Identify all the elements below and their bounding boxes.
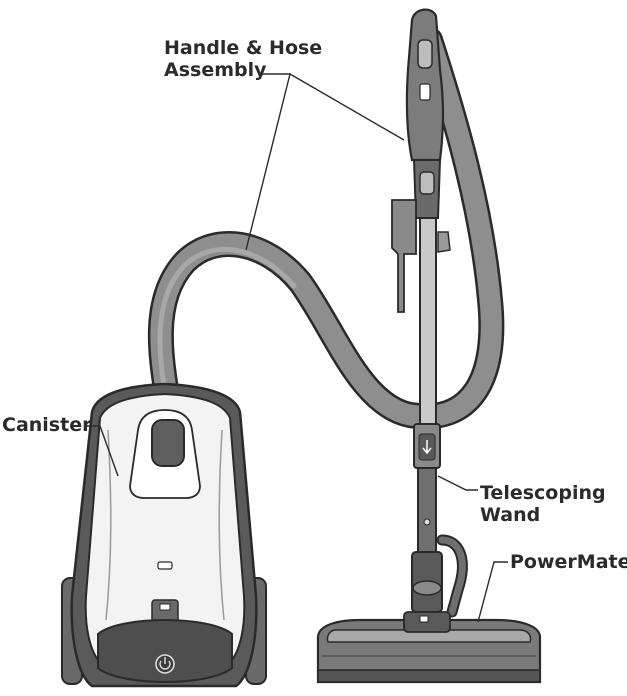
handle-indicator <box>420 84 430 100</box>
handle-switch <box>418 40 432 68</box>
tool-clip <box>392 200 416 312</box>
powermate-light <box>420 616 428 622</box>
label-handle-line1: Handle & Hose <box>164 37 322 59</box>
label-handle-line2: Assembly <box>164 59 322 81</box>
label-powermate: PowerMate <box>510 551 627 573</box>
wand-clip <box>438 232 450 252</box>
wand-lower <box>418 468 436 552</box>
wand-screw <box>424 519 430 525</box>
label-wand-line2: Wand <box>480 504 606 526</box>
canister-latch-tab <box>160 604 170 610</box>
handle-release <box>420 172 434 194</box>
leader-powermate <box>478 562 508 622</box>
leader-handle-handle <box>290 74 404 140</box>
leader-wand <box>438 476 478 490</box>
powermate-bumper <box>318 670 540 682</box>
canister-badge <box>158 562 172 569</box>
powermate <box>318 612 540 682</box>
hose-port <box>152 420 184 466</box>
canister <box>62 384 266 686</box>
leader-handle-hose <box>246 74 290 250</box>
arrow-down-icon <box>419 434 435 460</box>
label-wand-line1: Telescoping <box>480 482 606 504</box>
label-telescoping-wand: Telescoping Wand <box>480 482 606 526</box>
wand-upper <box>420 218 436 426</box>
label-canister: Canister <box>2 414 91 436</box>
label-handle-hose-assembly: Handle & Hose Assembly <box>164 37 322 81</box>
power-icon <box>156 655 174 673</box>
swivel-joint <box>413 581 441 595</box>
